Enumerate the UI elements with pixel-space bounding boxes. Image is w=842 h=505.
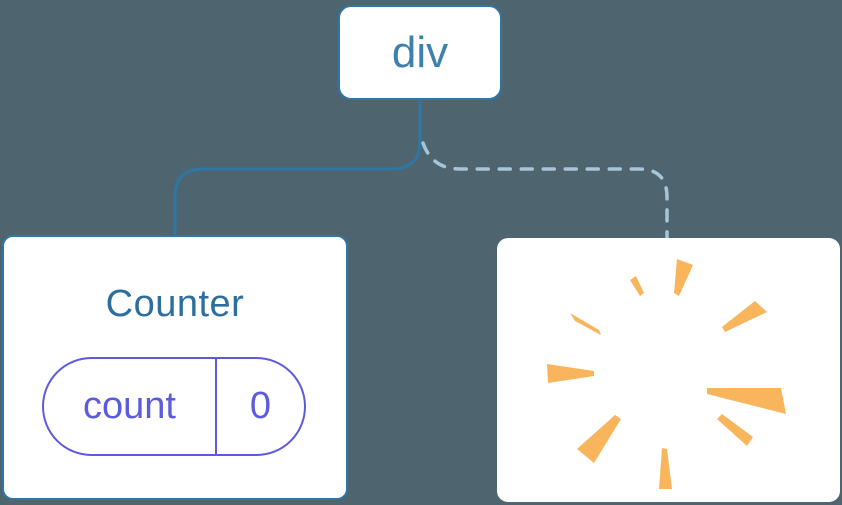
root-node-label: div [391, 27, 449, 77]
component-name: Counter [105, 283, 245, 325]
state-name: count [44, 359, 217, 454]
state-value: 0 [249, 385, 272, 427]
removed-card [497, 238, 840, 502]
edge-solid [173, 100, 422, 236]
edge-dashed [421, 141, 669, 241]
state-pill: count 0 [42, 357, 306, 456]
counter-card: Counter count 0 [2, 235, 348, 500]
root-node: div [338, 5, 502, 100]
